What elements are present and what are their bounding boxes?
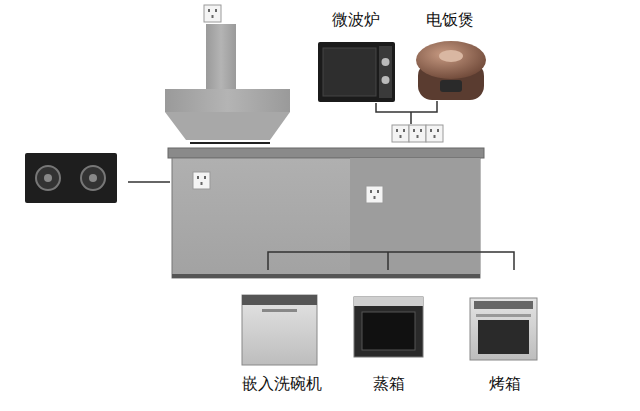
power-wire	[128, 181, 170, 183]
cabinet-socket	[193, 172, 210, 189]
rice-cooker-label: 电饭煲	[426, 10, 474, 30]
burner	[36, 166, 60, 190]
microwave-picture	[318, 42, 395, 102]
cabinet-door	[350, 158, 480, 278]
cabinet	[168, 148, 484, 278]
rice-cooker-display	[440, 80, 462, 92]
hood-chimney	[206, 24, 236, 90]
range-hood	[165, 24, 290, 143]
hood-body	[165, 89, 290, 112]
burner-center	[89, 174, 97, 182]
power-wire	[376, 101, 437, 124]
steam-oven-body	[354, 297, 423, 357]
microwave-door	[323, 48, 376, 96]
dishwasher-handle	[262, 309, 297, 312]
dishwasher-body	[242, 295, 317, 365]
appliance-node: 电饭煲	[413, 6, 489, 102]
cabinet-socket	[366, 186, 383, 203]
burner	[81, 166, 105, 190]
power-wire	[268, 252, 514, 270]
triple-socket	[392, 125, 443, 142]
appliance-node: 嵌入洗碗机	[240, 293, 324, 395]
microwave-knob	[382, 58, 390, 66]
steam-oven-panel	[354, 297, 423, 306]
cooktop-picture	[25, 153, 117, 203]
microwave-body	[318, 42, 395, 102]
oven-panel	[474, 301, 533, 309]
rice-cooker-picture	[416, 41, 486, 100]
oven-label: 烤箱	[489, 374, 521, 394]
microwave-knob	[382, 76, 390, 84]
burner-center	[44, 174, 52, 182]
oven-handle	[476, 314, 531, 317]
microwave-label: 微波炉	[332, 10, 380, 30]
appliance-node: 微波炉	[316, 6, 397, 104]
dishwasher-picture	[242, 295, 317, 365]
cabinet-body	[172, 158, 480, 278]
steam-oven-window	[362, 312, 415, 350]
cabinet-base	[172, 274, 480, 278]
rice-cooker-lid	[416, 41, 486, 79]
steam-oven-picture	[354, 297, 423, 357]
oven-picture	[470, 298, 537, 360]
oven-window	[478, 320, 529, 354]
cooktop-glass	[190, 142, 270, 144]
hood-canopy	[165, 112, 290, 140]
countertop	[168, 148, 484, 158]
dishwasher-label: 嵌入洗碗机	[242, 374, 322, 394]
appliance-node: 烤箱	[468, 296, 539, 395]
steam-oven-label: 蒸箱	[373, 374, 405, 394]
microwave-panel	[379, 46, 392, 98]
oven-body	[470, 298, 537, 360]
appliance-node: 蒸箱	[352, 295, 425, 395]
cooktop-body	[25, 153, 117, 203]
rice-cooker-handle	[439, 50, 463, 62]
dishwasher-panel	[242, 295, 317, 305]
wall-socket	[204, 5, 221, 22]
